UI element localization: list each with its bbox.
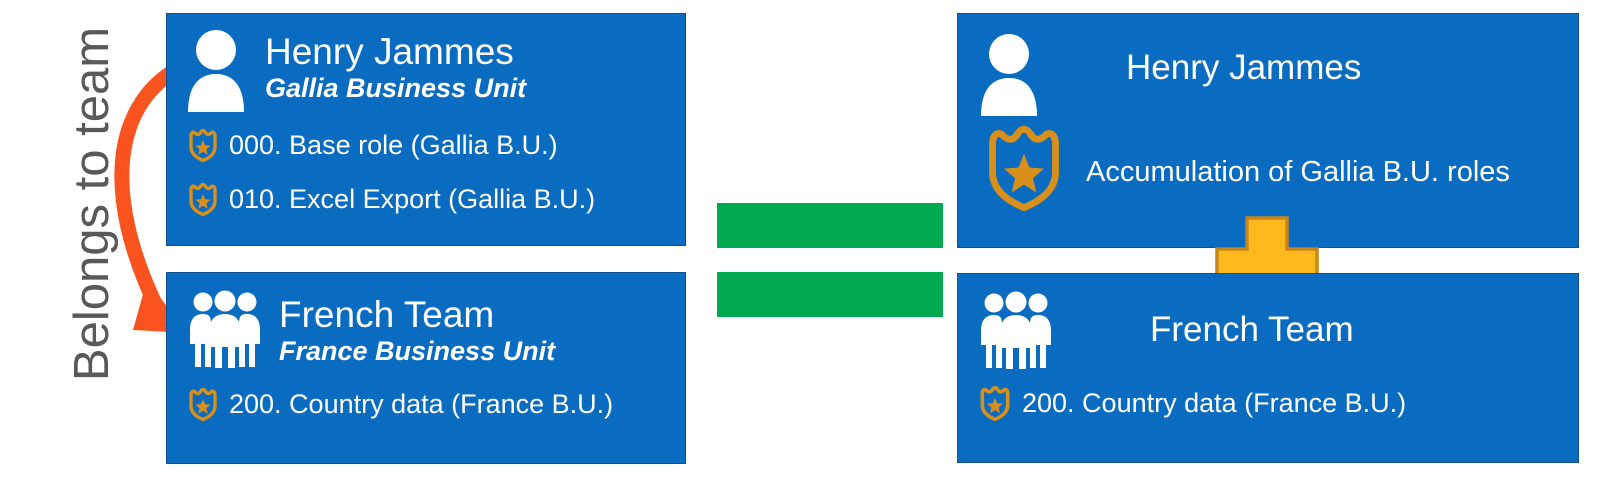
card-left-person[interactable]: Henry Jammes Gallia Business Unit 000. B… [166,13,686,246]
role-item[interactable]: 000. Base role (Gallia B.U.) [187,127,558,163]
badge-icon [189,128,217,163]
person-icon [981,34,1037,116]
people-group-icon [981,291,1051,369]
accumulation-summary-label: Accumulation of Gallia B.U. roles [1086,156,1510,188]
role-item[interactable]: 200. Country data (France B.U.) [978,384,1406,422]
person-business-unit: Gallia Business Unit [265,73,527,103]
role-label: 200. Country data (France B.U.) [229,389,614,419]
badge-icon [189,387,217,422]
accumulation-summary: Accumulation of Gallia B.U. roles [1086,156,1510,188]
role-label: 000. Base role (Gallia B.U.) [229,130,558,160]
team-business-unit: France Business Unit [279,336,556,366]
person-name: Henry Jammes [265,31,514,72]
person-icon [188,30,244,112]
card-right-person[interactable]: Henry Jammes Accumulation of Gallia B.U.… [957,13,1579,248]
team-name: French Team [1150,310,1354,349]
equals-sign-bar-top [717,203,943,248]
equals-sign-bar-bottom [717,272,943,317]
role-label: 010. Excel Export (Gallia B.U.) [229,184,596,214]
person-name: Henry Jammes [1126,48,1362,87]
card-left-team[interactable]: French Team France Business Unit 200. Co… [166,272,686,464]
badge-icon [980,386,1010,422]
role-item[interactable]: 010. Excel Export (Gallia B.U.) [187,181,595,217]
role-label: 200. Country data (France B.U.) [1022,388,1407,418]
role-item[interactable]: 200. Country data (France B.U.) [187,386,613,422]
team-name: French Team [279,294,495,335]
card-right-team[interactable]: French Team 200. Country data (France B.… [957,273,1579,463]
badge-icon-large [989,125,1059,212]
badge-icon [189,182,217,217]
people-group-icon [190,290,260,368]
